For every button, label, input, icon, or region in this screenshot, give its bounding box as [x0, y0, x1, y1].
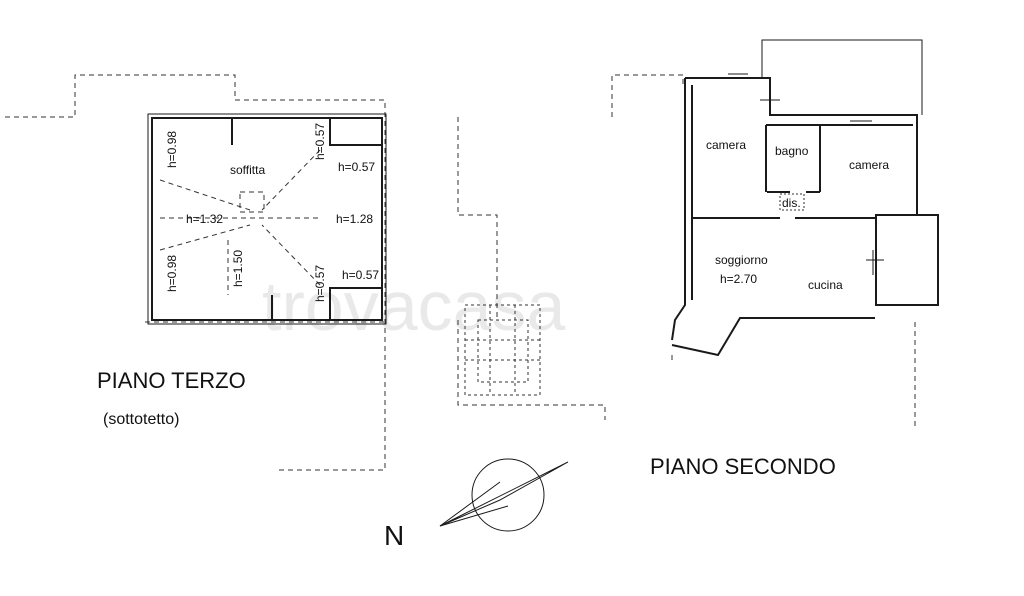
room-label-camera: camera [849, 158, 889, 172]
third-floor-plan: soffitta h=0.98 h=0.57 h=0.57 h=1.32 h=1… [5, 74, 387, 471]
height-label: h=1.32 [186, 212, 223, 226]
height-label: h=1.28 [336, 212, 373, 226]
height-label: h=0.98 [165, 131, 179, 168]
height-label: h=0.57 [313, 265, 327, 302]
floor-title-second: PIANO SECONDO [650, 454, 836, 479]
room-label-camera: camera [706, 138, 746, 152]
room-label-soffitta: soffitta [230, 163, 265, 177]
watermark: trovacasa [262, 267, 566, 345]
room-label-cucina: cucina [808, 278, 843, 292]
height-label: h=0.57 [313, 123, 327, 160]
height-label: h=0.98 [165, 255, 179, 292]
floor-title-third: PIANO TERZO [97, 368, 246, 393]
second-floor-plan: camera bagno camera dis. soggiorno h=2.7… [457, 39, 939, 430]
height-label: h=1.50 [231, 250, 245, 287]
height-label: h=0.57 [338, 160, 375, 174]
room-label-bagno: bagno [775, 144, 809, 158]
north-label: N [384, 520, 404, 551]
room-label-dis: dis. [782, 196, 801, 210]
height-label: h=2.70 [720, 272, 757, 286]
floor-subtitle: (sottotetto) [103, 411, 179, 428]
height-label: h=0.57 [342, 268, 379, 282]
north-compass [439, 458, 569, 532]
room-label-soggiorno: soggiorno [715, 253, 768, 267]
